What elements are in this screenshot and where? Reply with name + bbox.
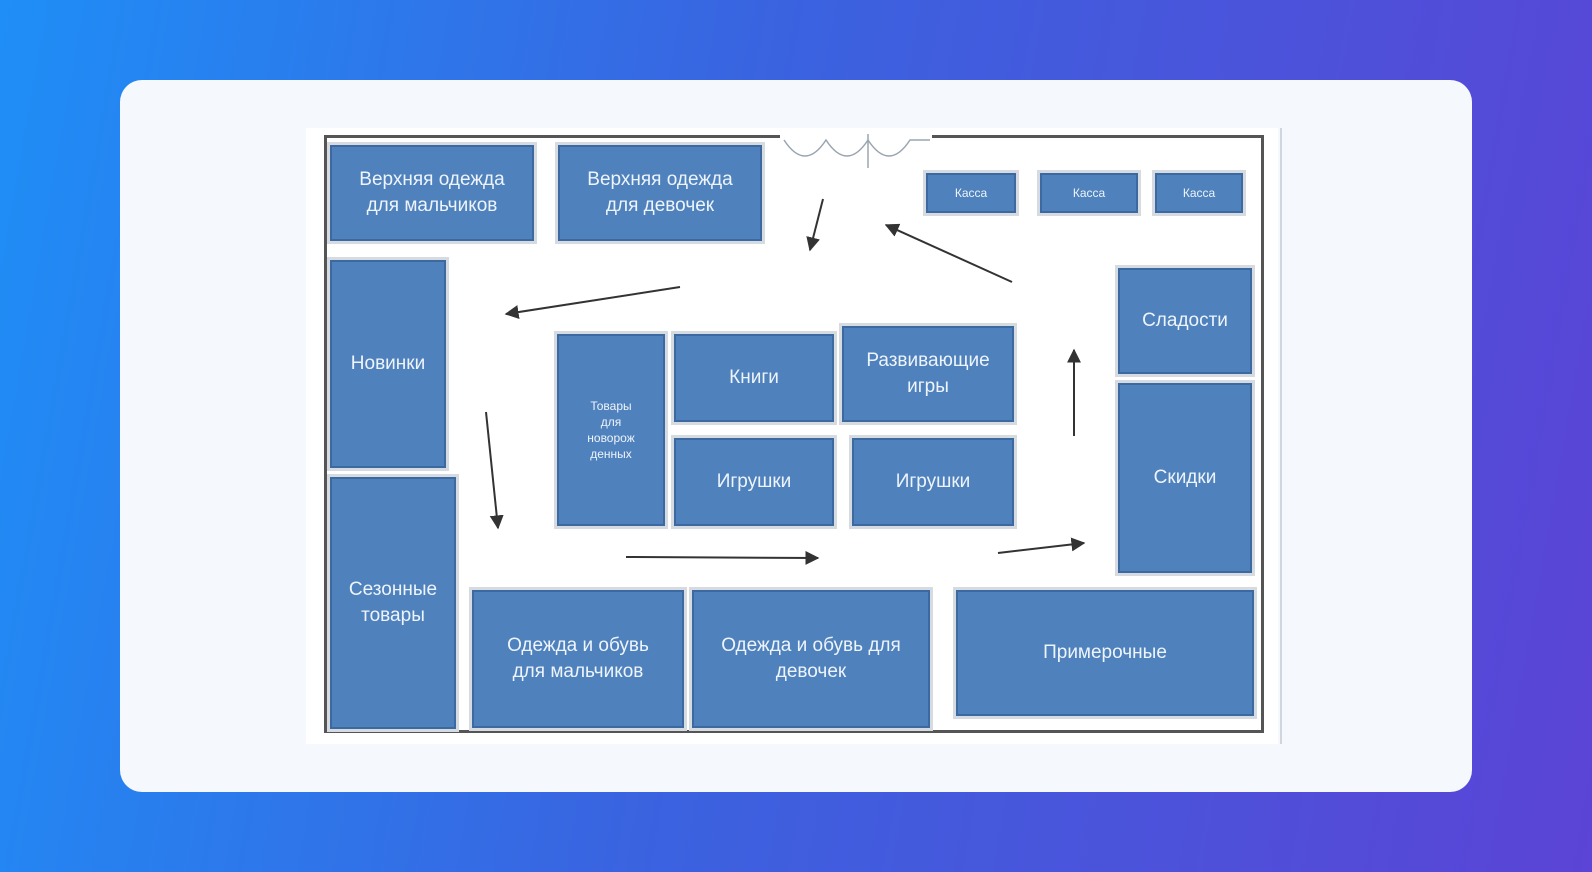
zone-novinki: Новинки [327,257,449,471]
zone-outerwear-girls: Верхняя одежда для девочек [555,142,765,244]
flow-arrow [997,537,1086,554]
zone-toys-1: Игрушки [671,435,837,529]
zone-developing-games: Развивающие игры [839,323,1017,425]
flow-arrow [884,223,1013,283]
zone-books: Книги [671,331,837,425]
zone-kassa-1: Касса [923,170,1019,216]
zone-toys-2: Игрушки [849,435,1017,529]
plan-edge-line [1280,128,1282,744]
flow-arrow [485,411,504,530]
zone-clothes-girls: Одежда и обувь для девочек [689,587,933,731]
zone-outerwear-boys: Верхняя одежда для мальчиков [327,142,537,244]
entrance-door-icon [783,138,930,157]
zone-fitting-rooms: Примерочные [953,587,1257,719]
zone-kassa-3: Касса [1152,170,1246,216]
flow-arrow [806,198,824,252]
flow-arrow [504,286,681,319]
zone-discounts: Скидки [1115,380,1255,576]
flow-arrow [625,550,820,565]
zone-newborn: Товары для новорож денных [554,331,668,529]
zone-sweets: Сладости [1115,265,1255,377]
entrance-gap [780,128,932,168]
zone-kassa-2: Касса [1037,170,1141,216]
zone-seasonal: Сезонные товары [327,474,459,732]
zone-clothes-boys: Одежда и обувь для мальчиков [469,587,687,731]
